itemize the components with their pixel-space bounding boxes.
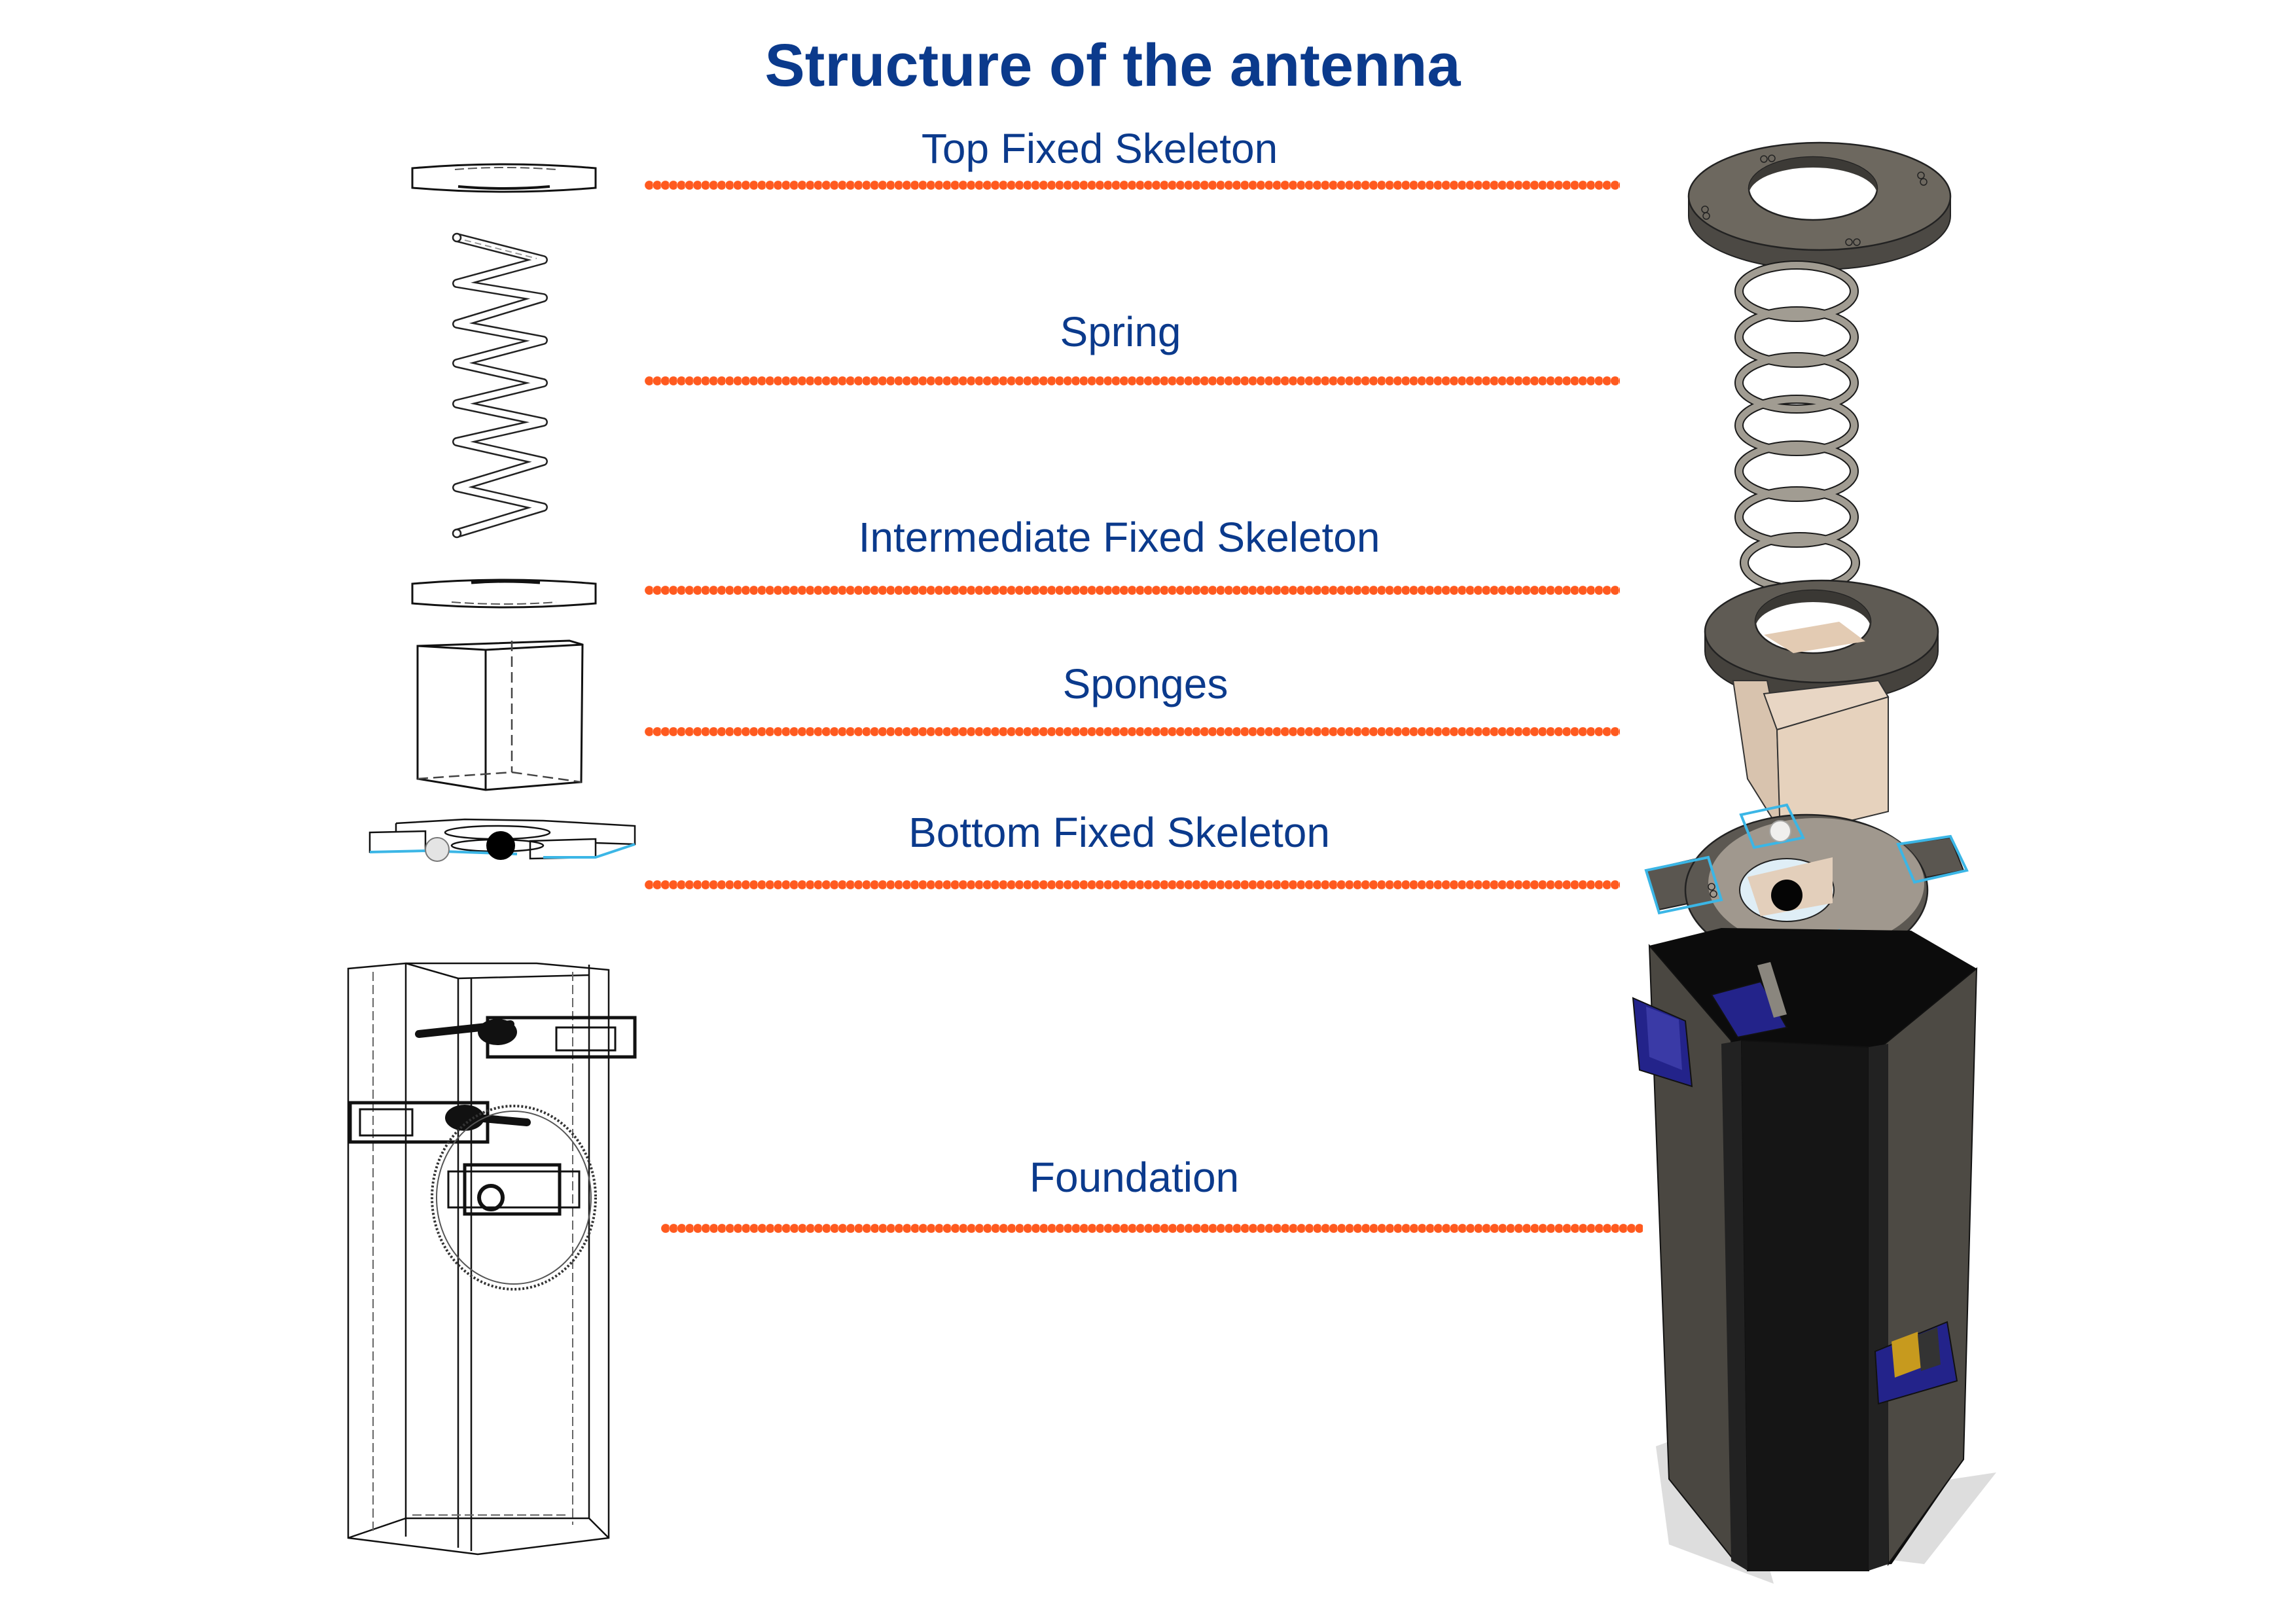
wireframe-spring [452,232,548,539]
label-bottom-fixed-skeleton: Bottom Fixed Skeleton [908,809,1330,856]
magnet-icon [1771,880,1803,911]
leader-line-bottom-fixed-skeleton [645,880,1620,889]
magnet-icon [486,831,515,860]
render-spring [1734,260,1860,594]
servo-right-icon [1874,1321,1958,1405]
rotating-plate-icon [431,1105,597,1291]
wireframe-sponges [416,639,584,791]
diagram-title: Structure of the antenna [764,32,1461,99]
leader-line-spring [645,376,1620,385]
render-top-fixed-skeleton [1687,141,1952,270]
label-foundation: Foundation [1029,1154,1240,1201]
wireframe-top-fixed-skeleton [411,163,597,193]
wireframe-bottom-fixed-skeleton [368,818,636,862]
leader-line-sponges [645,727,1620,736]
ball-bearing-icon [425,837,450,862]
label-spring: Spring [1060,308,1181,355]
render-sponges [1732,679,1890,839]
render-foundation [1632,928,1996,1584]
leader-line-foundation [661,1224,1643,1233]
wireframe-intermediate-fixed-skeleton [411,579,597,609]
leader-line-top-fixed-skeleton [645,181,1620,190]
servo-upper-icon [415,1016,637,1059]
label-top-fixed-skeleton: Top Fixed Skeleton [921,125,1278,172]
leader-line-intermediate-fixed-skeleton [645,586,1620,595]
label-sponges: Sponges [1062,660,1229,707]
servo-left-icon [1632,997,1693,1088]
wireframe-foundation [347,962,637,1556]
servo-middle-icon [348,1101,531,1144]
servo-inner-icon [1710,962,1788,1039]
label-intermediate-fixed-skeleton: Intermediate Fixed Skeleton [858,514,1380,561]
